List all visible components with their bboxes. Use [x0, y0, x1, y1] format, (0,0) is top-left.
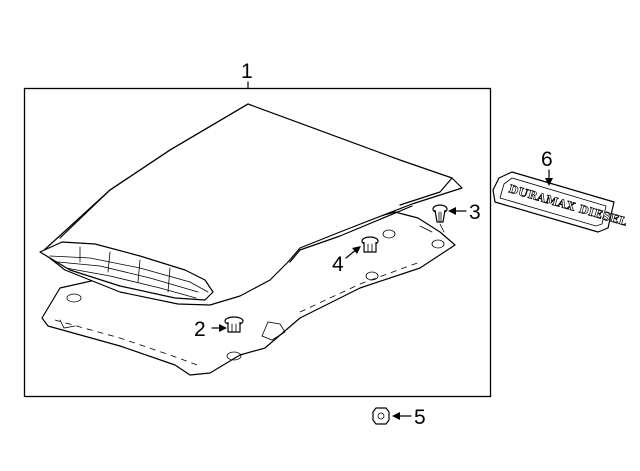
callout-6-label: 6 — [541, 148, 553, 171]
callout-6: 6 — [541, 148, 553, 186]
callout-3-label: 3 — [469, 201, 481, 224]
callout-5: 5 — [392, 406, 426, 429]
fastener-2 — [224, 316, 244, 333]
callout-2: 2 — [194, 318, 227, 341]
callout-1: 1 — [241, 60, 253, 89]
callout-4: 4 — [332, 246, 361, 276]
callout-1-label: 1 — [241, 60, 253, 83]
emblem-6: DURAMAX DIESEL — [492, 171, 629, 233]
fastener-3 — [432, 204, 448, 223]
hood-scoop — [39, 103, 463, 306]
callout-2-label: 2 — [194, 318, 206, 341]
callout-3: 3 — [448, 201, 481, 224]
callout-4-label: 4 — [332, 253, 344, 276]
callout-5-label: 5 — [414, 406, 426, 429]
fastener-4 — [361, 236, 379, 253]
fastener-5 — [372, 407, 390, 425]
assembly-frame — [23, 87, 492, 398]
